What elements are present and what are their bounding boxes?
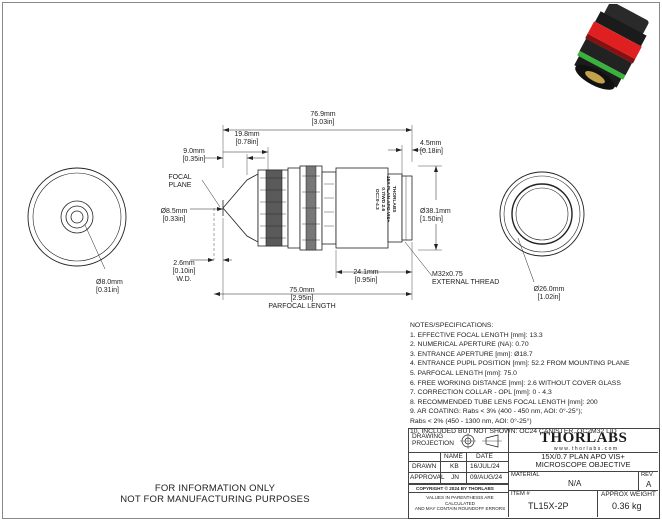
disclaimer-line-1: FOR INFORMATION ONLY	[154, 483, 276, 494]
note-item: 1. EFFECTIVE FOCAL LENGTH [mm]: 13.3	[410, 331, 543, 339]
side-view-drawing	[190, 125, 442, 300]
engraving-line-4: OC=0-4.3	[374, 188, 380, 210]
material-label: MATERIAL	[511, 472, 540, 478]
note-item: 7. CORRECTION COLLAR - OPL [mm]: 0 - 4.3	[410, 389, 552, 397]
drawing-projection-label-1: DRAWING	[412, 433, 444, 440]
approval-label: APPROVAL	[410, 474, 445, 481]
material-value: N/A	[568, 479, 582, 488]
copyright-text: COPYRIGHT © 2024 BY THORLABS	[416, 486, 494, 491]
third-angle-projection-icon	[460, 433, 502, 449]
description-line-2: MICROSCOPE OBJECTIVE	[535, 460, 631, 469]
dim-overall-length-in: [3.03in]	[311, 119, 335, 126]
note-item: 3. ENTRANCE APERTURE [mm]: Ø18.7	[410, 350, 533, 358]
rear-diameter-label: Ø26.0mm	[533, 286, 565, 293]
rear-diameter-inch: [1.02in]	[537, 294, 561, 301]
dim-8-5: Ø8.5mm	[160, 208, 188, 215]
values-note-1: VALUES IN PARENTHESIS ARE CALCULATED	[426, 495, 494, 506]
rear-view-drawing	[499, 171, 585, 283]
note-item: 6. FREE WORKING DISTANCE [mm]: 2.6 WITHO…	[410, 379, 621, 387]
approval-name: JN	[451, 474, 459, 481]
objective-3d-render	[574, 4, 649, 90]
weight-value: 0.36 kg	[612, 501, 642, 511]
disclaimer-line-2: NOT FOR MANUFACTURING PURPOSES	[120, 494, 310, 505]
dim-working-distance: W.D.	[176, 276, 192, 283]
note-item: 2. NUMERICAL APERTURE (NA): 0.70	[410, 341, 529, 349]
focal-plane-label-2: PLANE	[168, 182, 192, 189]
values-note-2: AND MAY CONTAIN ROUNDOFF ERRORS	[414, 506, 506, 512]
drawing-projection-label-2: PROJECTION	[412, 440, 454, 447]
note-item: 9. AR COATING: Rabs < 3% (400 - 450 nm, …	[410, 408, 583, 416]
thread-description: EXTERNAL THREAD	[432, 279, 500, 286]
item-number: TL15X-2P	[528, 501, 569, 511]
drawn-name: KB	[450, 463, 459, 470]
dim-4-5: 4.5mm	[420, 140, 442, 147]
dim-overall-length: 76.9mm	[310, 111, 336, 118]
engraving-line-3: 0.7/WD 2.6	[380, 187, 385, 212]
dim-9-0: 9.0mm	[183, 148, 205, 155]
rev-label: REV	[641, 472, 653, 478]
front-diameter-label: Ø8.0mm	[96, 279, 123, 286]
dim-38-1: Ø38.1mm	[420, 208, 451, 215]
lens-engraving: THORLABS 15X PLAN APO VIS+ 0.7/WD 2.6 OC…	[374, 164, 396, 234]
front-view-drawing	[27, 167, 127, 270]
dim-24-1-in: [0.95in]	[354, 277, 378, 284]
notes-block: NOTES/SPECIFICATIONS: 1. EFFECTIVE FOCAL…	[410, 321, 630, 436]
dim-38-1-in: [1.50in]	[420, 216, 443, 223]
note-item: Rabs < 2% (450 - 1300 nm, AOI: 0°-25°)	[410, 417, 532, 425]
engraving-line-1: THORLABS	[391, 185, 397, 213]
notes-heading: NOTES/SPECIFICATIONS:	[410, 322, 494, 329]
dim-75-0: 75.0mm	[289, 287, 315, 294]
drawn-date: 16/JUL/24	[470, 463, 500, 470]
rev-value: A	[646, 480, 652, 489]
note-item: 8. RECOMMENDED TUBE LENS FOCAL LENGTH [m…	[410, 398, 598, 406]
dim-9-0-in: [0.35in]	[182, 156, 206, 163]
title-block	[408, 428, 660, 519]
dim-24-1: 24.1mm	[353, 269, 379, 276]
description-line-1: 15X/0.7 PLAN APO VIS+	[541, 452, 625, 461]
dim-75-0-in: [2.95in]	[290, 295, 314, 302]
col-name-header: NAME	[444, 453, 463, 460]
drawn-label: DRAWN	[412, 463, 437, 470]
col-date-header: DATE	[476, 453, 493, 460]
focal-plane-label-1: FOCAL	[168, 174, 192, 181]
weight-label: APPROX WEIGHT	[601, 491, 656, 498]
dim-19-8-in: [0.78in]	[235, 139, 259, 146]
note-item: 5. PARFOCAL LENGTH [mm]: 75.0	[410, 369, 517, 377]
website-text: www.thorlabs.com	[554, 446, 619, 452]
dim-2-6: 2.6mm	[173, 260, 195, 267]
dim-2-6-in: [0.10in]	[172, 268, 196, 275]
parfocal-length-label: PARFOCAL LENGTH	[268, 303, 336, 310]
note-item: 4. ENTRANCE PUPIL POSITION [mm]: 52.2 FR…	[410, 360, 630, 368]
engraving-line-2: 15X PLAN APO VIS+	[385, 176, 391, 223]
thread-spec: M32x0.75	[432, 271, 463, 278]
dim-8-5-in: [0.33in]	[162, 216, 186, 223]
item-label: ITEM #	[511, 491, 530, 497]
front-diameter-inch: [0.31in]	[96, 287, 119, 294]
dim-4-5-in: [0.18in]	[420, 148, 443, 155]
note-item: 10. INCLUDED BUT NOT SHOWN: OC24 CANISTE…	[410, 427, 617, 435]
thorlabs-logo: THORLABS	[540, 430, 628, 446]
dim-19-8: 19.8mm	[234, 131, 260, 138]
approval-date: 09/AUG/24	[470, 474, 503, 481]
